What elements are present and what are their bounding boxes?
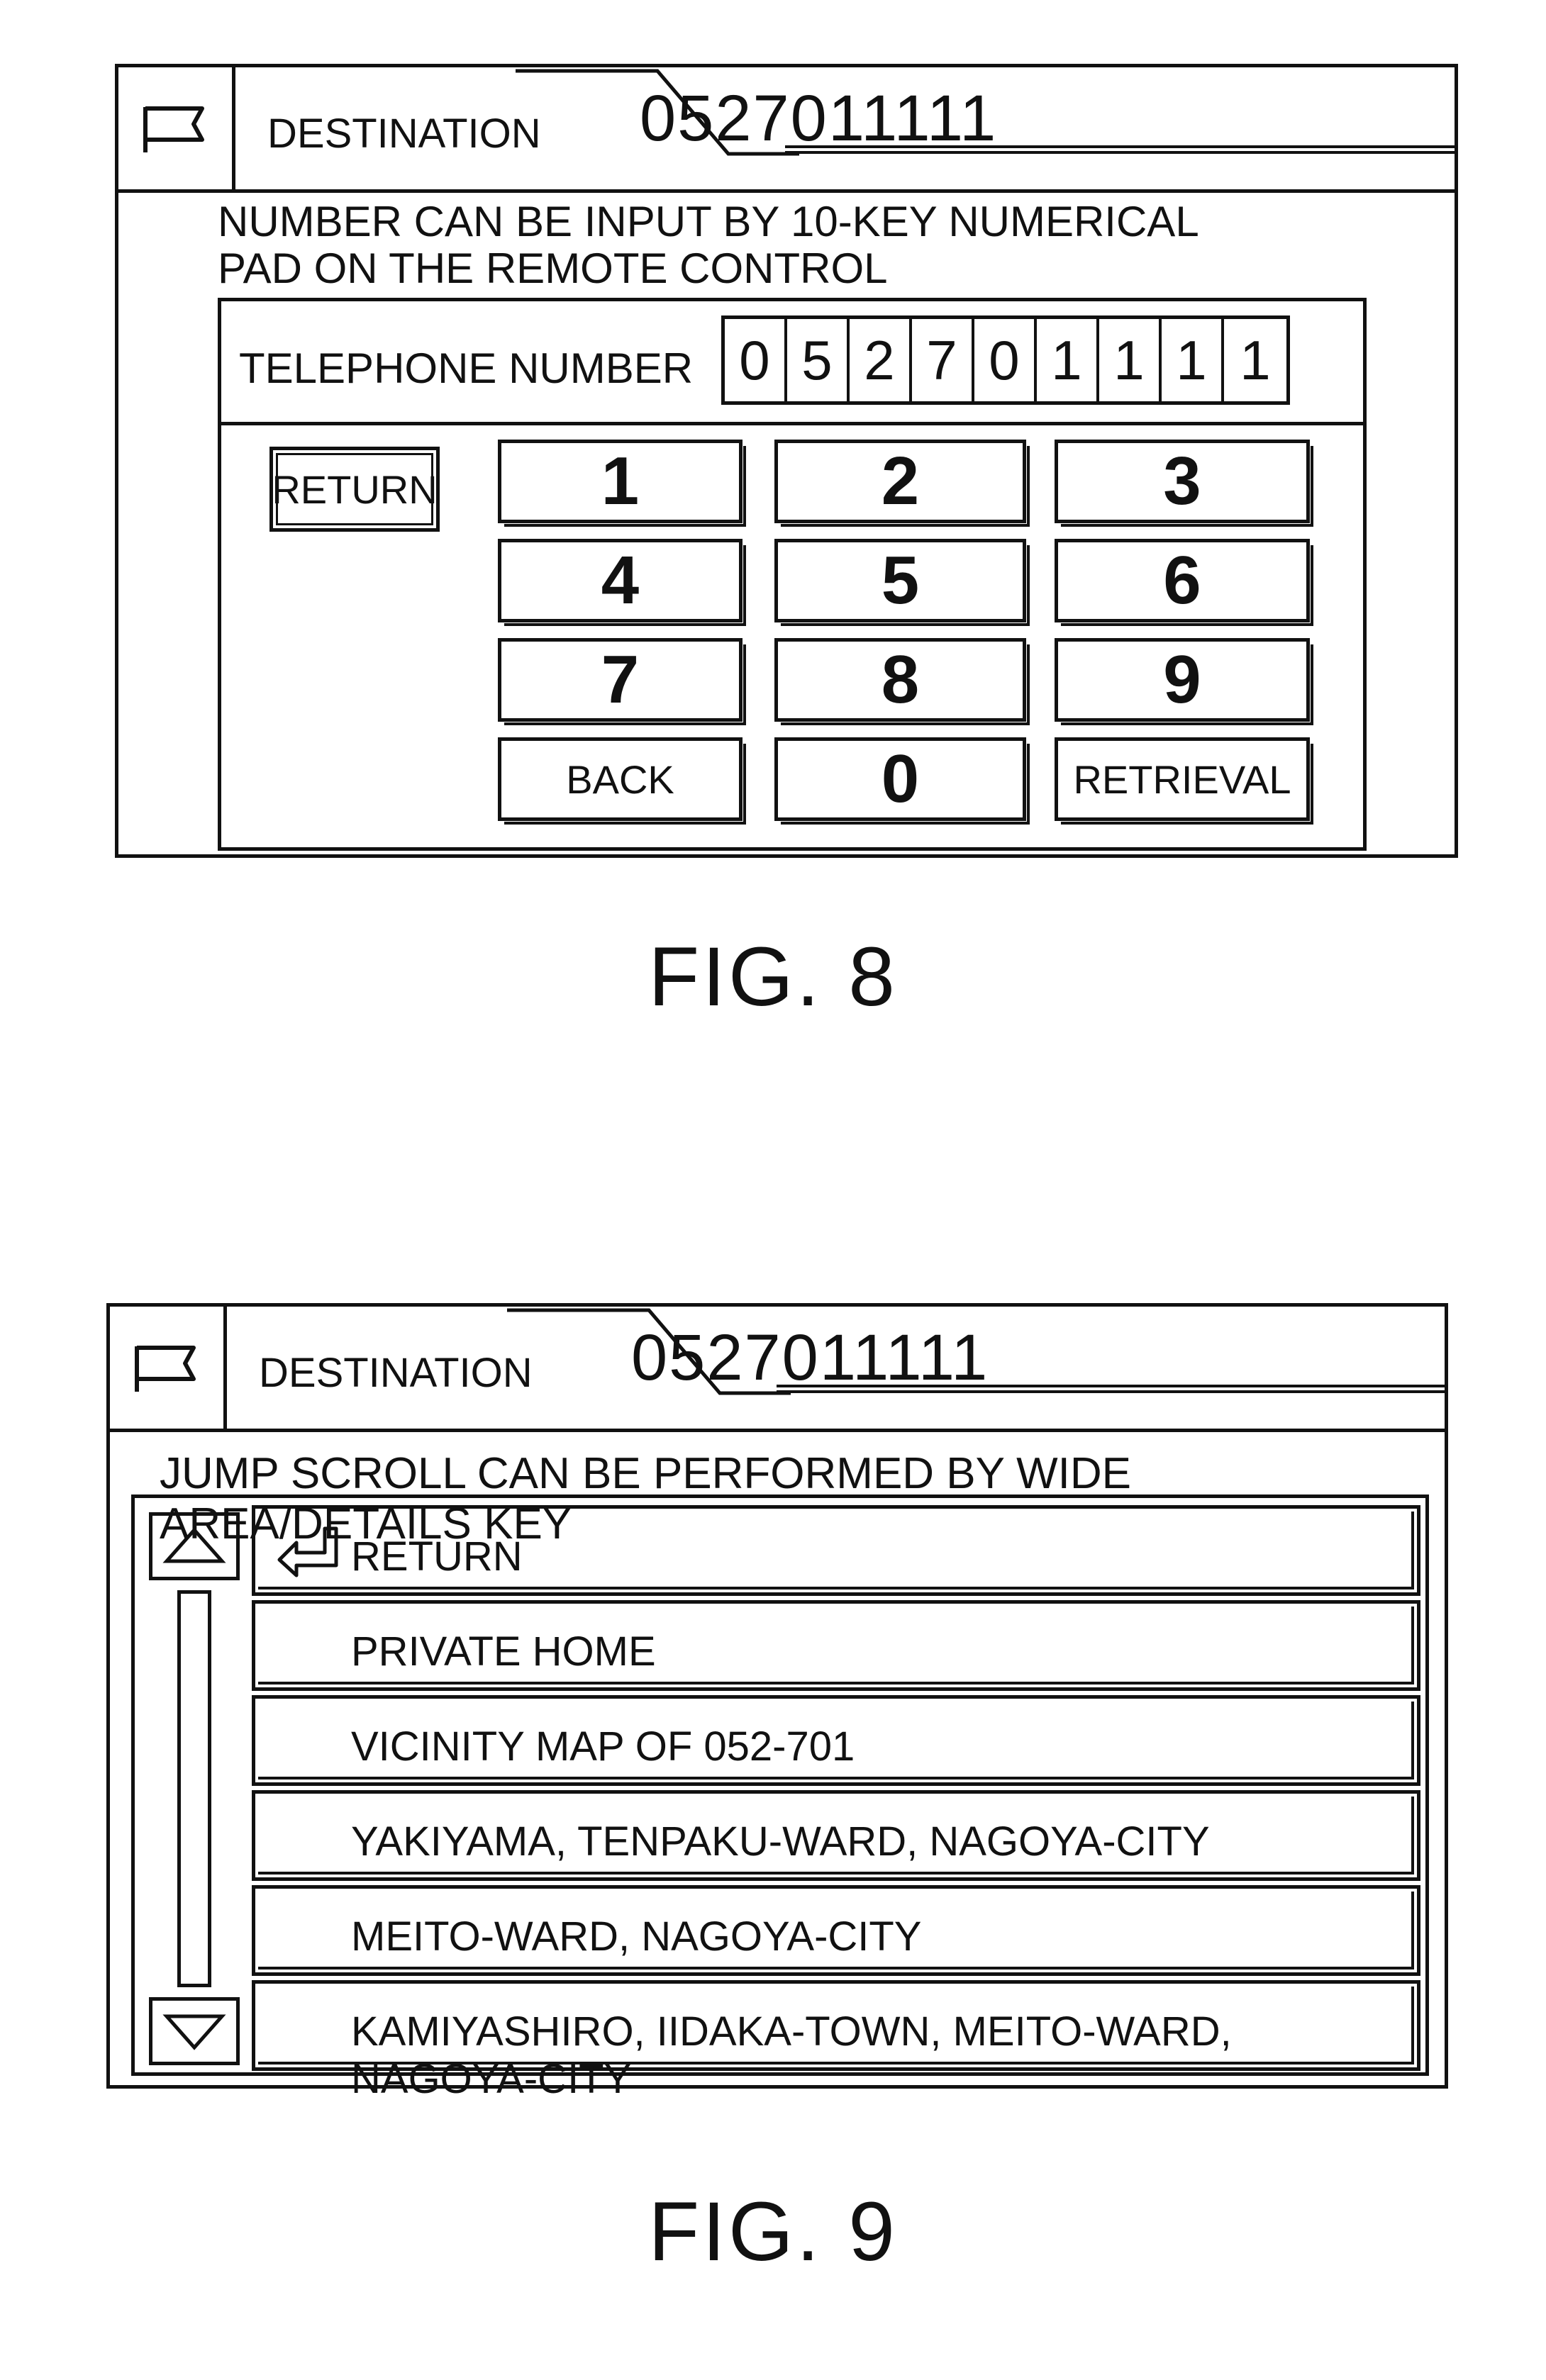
key-label: 3 <box>1163 443 1201 519</box>
list-item[interactable]: MEITO-WARD, NAGOYA-CITY <box>252 1885 1420 1976</box>
telephone-number-label: TELEPHONE NUMBER <box>239 345 694 392</box>
list-item[interactable]: YAKIYAMA, TENPAKU-WARD, NAGOYA-CITY <box>252 1790 1420 1881</box>
back-button-label: BACK <box>566 756 674 802</box>
list-item[interactable]: PRIVATE HOME <box>252 1600 1420 1691</box>
tab-divider <box>507 1308 791 1395</box>
destination-value: 0527011111 <box>631 1322 989 1394</box>
key-6-button[interactable]: 6 <box>1055 539 1313 626</box>
list-return-item[interactable]: RETURN <box>252 1505 1420 1596</box>
triangle-up-icon <box>162 1527 226 1563</box>
return-button-label: RETURN <box>272 466 438 512</box>
telephone-number-display: 0 5 2 7 0 1 1 1 1 <box>721 315 1290 405</box>
header-rule <box>777 1385 1445 1393</box>
list-item-label: MEITO-WARD, NAGOYA-CITY <box>351 1914 922 1960</box>
instruction-line-1: NUMBER CAN BE INPUT BY 10-KEY NUMERICAL <box>218 198 1199 245</box>
return-arrow-icon <box>277 1526 338 1577</box>
header-rule <box>785 145 1455 154</box>
destination-label: DESTINATION <box>259 1350 533 1396</box>
scrollbar[interactable] <box>149 1512 240 2065</box>
retrieval-button-label: RETRIEVAL <box>1073 756 1291 802</box>
digit-cell: 1 <box>1099 319 1162 401</box>
digit-cell: 0 <box>974 319 1037 401</box>
destination-label: DESTINATION <box>267 111 541 157</box>
instruction-line-2: PAD ON THE REMOTE CONTROL <box>218 245 888 292</box>
key-0-button[interactable]: 0 <box>774 737 1030 825</box>
destination-result-list-screen: DESTINATION 0527011111 JUMP SCROLL CAN B… <box>106 1303 1448 2102</box>
key-7-button[interactable]: 7 <box>498 638 746 725</box>
digit-cell: 1 <box>1162 319 1224 401</box>
destination-list: RETURN PRIVATE HOME VICINITY MAP OF 052-… <box>252 1505 1420 2102</box>
tab-divider <box>516 69 799 156</box>
scroll-down-button[interactable] <box>149 1997 240 2065</box>
input-instruction: NUMBER CAN BE INPUT BY 10-KEY NUMERICAL … <box>218 199 1199 292</box>
list-item[interactable]: VICINITY MAP OF 052-701 <box>252 1695 1420 1786</box>
retrieval-button[interactable]: RETRIEVAL <box>1055 737 1313 825</box>
list-item-label: RETURN <box>351 1533 523 1580</box>
flag-icon <box>143 106 204 152</box>
list-item-label: YAKIYAMA, TENPAKU-WARD, NAGOYA-CITY <box>351 1818 1210 1865</box>
return-button-inner-border <box>276 453 433 525</box>
triangle-down-icon <box>162 2014 226 2050</box>
digit-cell: 5 <box>787 319 850 401</box>
key-label: 6 <box>1163 542 1201 618</box>
list-item-label: KAMIYASHIRO, IIDAKA-TOWN, MEITO-WARD, NA… <box>351 2009 1232 2102</box>
digit-cell: 2 <box>850 319 912 401</box>
scroll-instruction: JUMP SCROLL CAN BE PERFORMED BY WIDE ARE… <box>160 1449 1131 1548</box>
key-label: 7 <box>601 642 640 717</box>
telephone-number-row: TELEPHONE NUMBER 0 5 2 7 0 1 1 1 1 <box>221 301 1363 425</box>
list-item[interactable]: KAMIYASHIRO, IIDAKA-TOWN, MEITO-WARD, NA… <box>252 1980 1420 2102</box>
key-label: 0 <box>881 741 920 817</box>
key-9-button[interactable]: 9 <box>1055 638 1313 725</box>
key-8-button[interactable]: 8 <box>774 638 1030 725</box>
flag-button[interactable] <box>118 67 235 189</box>
digit-cell: 0 <box>725 319 787 401</box>
result-list-panel: RETURN PRIVATE HOME VICINITY MAP OF 052-… <box>131 1495 1429 2102</box>
destination-numeric-input-screen: DESTINATION 0527011111 NUMBER CAN BE INP… <box>115 64 1458 858</box>
digit-cell: 1 <box>1240 329 1271 391</box>
back-button[interactable]: BACK <box>498 737 746 825</box>
title-bar: DESTINATION 0527011111 <box>118 67 1455 193</box>
key-label: 8 <box>881 642 920 717</box>
flag-button[interactable] <box>110 1307 227 1429</box>
flag-icon <box>135 1346 196 1392</box>
title-bar: DESTINATION 0527011111 <box>110 1307 1445 1432</box>
digit-cell: 1 <box>1037 319 1099 401</box>
key-4-button[interactable]: 4 <box>498 539 746 626</box>
list-item-label: PRIVATE HOME <box>351 1628 656 1675</box>
key-label: 2 <box>881 443 920 519</box>
key-label: 1 <box>601 443 640 519</box>
key-2-button[interactable]: 2 <box>774 440 1030 527</box>
keypad-panel: TELEPHONE NUMBER 0 5 2 7 0 1 1 1 1 RETUR… <box>218 298 1367 851</box>
key-label: 9 <box>1163 642 1201 717</box>
list-item-label: VICINITY MAP OF 052-701 <box>351 1723 855 1770</box>
key-5-button[interactable]: 5 <box>774 539 1030 626</box>
figure-9-caption: FIG. 9 <box>648 2185 898 2279</box>
key-3-button[interactable]: 3 <box>1055 440 1313 527</box>
key-label: 4 <box>601 542 640 618</box>
return-button[interactable]: RETURN <box>269 447 440 532</box>
scroll-track[interactable] <box>177 1590 211 1987</box>
destination-value: 0527011111 <box>640 82 998 155</box>
digit-cell: 7 <box>912 319 974 401</box>
key-label: 5 <box>881 542 920 618</box>
scroll-up-button[interactable] <box>149 1512 240 1580</box>
figure-8-caption: FIG. 8 <box>648 930 898 1024</box>
key-1-button[interactable]: 1 <box>498 440 746 527</box>
